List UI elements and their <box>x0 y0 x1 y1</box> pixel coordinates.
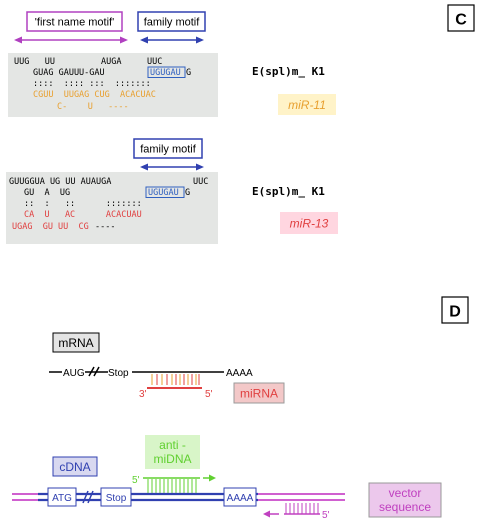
mrna-mirna-pairing <box>151 374 200 385</box>
mir11-seed: UGUGAU <box>150 68 181 78</box>
mir13-duplex: GUUGGUA UG UU AUAUGA UUC GU A UG UGUGAU … <box>9 177 208 232</box>
mirna-label-box <box>233 382 285 404</box>
vector-primer-5prime: 5' <box>322 510 330 521</box>
panel-c: C 'first name motif' family motif UUG UU… <box>6 4 475 244</box>
first-name-motif-arrow <box>14 36 128 44</box>
mrna-stop: Stop <box>108 368 129 379</box>
mir13-target-strand: GU A UG <box>24 188 70 198</box>
mirna-3prime: 3' <box>139 389 147 400</box>
mrna-label-box <box>52 332 100 353</box>
mirna-5prime: 5' <box>205 389 213 400</box>
mir13-name: miR-13 <box>290 217 329 231</box>
family-motif-box-bottom <box>133 138 203 159</box>
atg-box <box>47 487 77 507</box>
mir13-pairing: :: : :: ::::::: <box>24 199 142 209</box>
first-name-motif-label: 'first name motif' <box>35 17 114 29</box>
mir13-target-end: G <box>185 188 190 198</box>
mir11-target-gene-label: E(spl)m_ K1 <box>252 65 325 78</box>
cdna-stop: Stop <box>106 493 127 504</box>
mir13-target-loops-end: UUC <box>193 177 208 187</box>
panel-d-label-box <box>441 296 469 324</box>
mir13-mirna-loops: UGAG GU UU CG <box>12 222 89 232</box>
anti-midna-5prime: 5' <box>132 475 140 486</box>
vector-sequence-label-line1: vector <box>389 486 422 500</box>
family-motif-arrow-top <box>140 36 204 44</box>
mir11-duplex-box <box>8 53 218 117</box>
mrna-label: mRNA <box>58 336 93 350</box>
anti-midna-arrow <box>203 474 216 482</box>
anti-midna-label-line2: miDNA <box>154 452 192 466</box>
mir13-target-gene-label: E(spl)m_ K1 <box>252 185 325 198</box>
family-motif-label-bottom: family motif <box>140 144 197 156</box>
mir13-name-box <box>280 212 338 234</box>
panel-c-label: C <box>455 12 467 29</box>
anti-midna-pairing <box>147 479 197 494</box>
first-name-motif-box <box>26 11 123 32</box>
vector-primer-pairing <box>285 503 319 514</box>
panel-d-label: D <box>449 304 461 321</box>
cdna-label: cDNA <box>59 460 90 474</box>
mrna-polya: AAAA <box>226 368 253 379</box>
mir11-pairing: :::: :::: ::: ::::::: <box>33 79 151 89</box>
cdna-label-box <box>52 456 98 477</box>
mir11-seed-box <box>147 66 186 78</box>
mir11-target-loops: UUG UU AUGA UUC <box>14 57 162 67</box>
mirna-label: miRNA <box>240 387 278 401</box>
mir13-duplex-box <box>6 172 218 244</box>
panel-d: D mRNA AUG Stop AAAA <box>12 296 469 521</box>
vector-primer-arrow <box>263 510 279 518</box>
mir11-mirna-loops: C- U ---- <box>57 102 129 112</box>
mrna-strand: AUG Stop AAAA <box>49 366 253 379</box>
mir13-seed: UGUGAU <box>148 188 179 198</box>
stop-box <box>100 487 132 507</box>
mir11-target-end: G <box>186 68 191 78</box>
mir13-seed-box <box>145 186 185 198</box>
cdna-atg: ATG <box>52 493 72 504</box>
mir13-mirna-strand: CA U AC ACACUAU <box>24 210 142 220</box>
mir11-mirna-strand: CGUU UUGAG CUG ACACUAC <box>33 90 156 100</box>
cdna-polya: AAAA <box>227 493 254 504</box>
mir13-mirna-dashes: ---- <box>95 222 115 232</box>
mir11-name: miR-11 <box>288 98 326 112</box>
panel-c-label-box <box>447 4 475 32</box>
mir11-duplex: UUG UU AUGA UUC GUAG GAUUU-GAU UGUGAU G … <box>14 57 191 112</box>
family-motif-arrow-bottom <box>140 163 204 171</box>
anti-midna-label-box <box>145 435 200 469</box>
vector-sequence-label-line2: sequence <box>379 500 431 514</box>
mir11-target-strand: GUAG GAUUU-GAU <box>33 68 110 78</box>
family-motif-label-top: family motif <box>144 17 201 29</box>
family-motif-box-top <box>137 11 206 32</box>
vector-sequence-label-box <box>368 482 442 518</box>
mir13-target-loops: GUUGGUA UG UU AUAUGA <box>9 177 111 187</box>
polya-box <box>223 487 257 507</box>
anti-midna-label-line1: anti - <box>159 438 186 452</box>
mrna-aug: AUG <box>63 368 85 379</box>
mir11-name-box <box>278 94 336 115</box>
